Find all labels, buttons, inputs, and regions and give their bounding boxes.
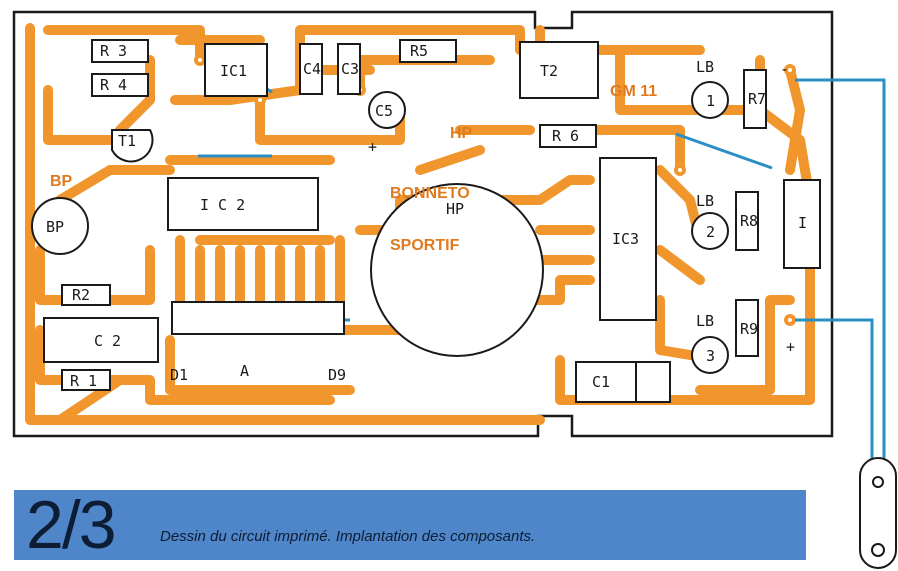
t2-label: T2	[540, 62, 558, 80]
mirror-text-1: BONNETO	[390, 185, 470, 202]
gm-text: GM 11	[610, 83, 657, 100]
r6-label: R 6	[552, 127, 579, 145]
plus-sign-b: +	[368, 138, 377, 156]
lb1-number: 1	[706, 92, 715, 110]
mirror-text-2: SPORTIF	[390, 237, 460, 254]
lb2-number: 2	[706, 223, 715, 241]
bp-mirror-text: BP	[50, 173, 73, 190]
ic2-label: I C 2	[200, 196, 245, 214]
ic1-label: IC1	[220, 62, 247, 80]
minus-sign: -	[780, 60, 789, 78]
d9-label: D9	[328, 366, 346, 384]
figure-number: 2/3	[26, 487, 117, 563]
c4-label: C4	[303, 60, 321, 78]
r4-label: R 4	[100, 76, 127, 94]
r1-label: R 1	[70, 372, 97, 390]
array-label: A	[240, 362, 249, 380]
component-outlines	[31, 39, 821, 403]
r3-label: R 3	[100, 42, 127, 60]
c1-label: C1	[592, 373, 610, 391]
lb3-number: 3	[706, 347, 715, 365]
r5-label: R5	[410, 42, 428, 60]
r7-label: R7	[748, 90, 766, 108]
copper-silk-text: BONNETO SPORTIF GM 11 BP HP	[50, 83, 657, 254]
bp-label: BP	[46, 218, 64, 236]
c2-label: C 2	[94, 332, 121, 350]
lb1-label: LB	[696, 58, 714, 76]
d1-label: D1	[170, 366, 188, 384]
plus-sign-a: +	[786, 338, 795, 356]
switch-label: I	[798, 214, 807, 232]
figure-caption: Dessin du circuit imprimé. Implantation …	[160, 528, 536, 545]
battery-clip	[859, 457, 897, 569]
ic3-label: IC3	[612, 230, 639, 248]
c3-label: C3	[341, 60, 359, 78]
r9-label: R9	[740, 320, 758, 338]
lb2-label: LB	[696, 192, 714, 210]
r8-label: R8	[740, 212, 758, 230]
hp-mirror-text: HP	[450, 125, 473, 142]
r2-label: R2	[72, 286, 90, 304]
t1-label: T1	[118, 132, 136, 150]
lb3-label: LB	[696, 312, 714, 330]
figure-caption-bar: 2/3 Dessin du circuit imprimé. Implantat…	[14, 487, 806, 563]
component-labels: R 3 R 4 IC1 C4 C3 R5 T2 C5 T1 R 6 I C 2 …	[46, 42, 807, 391]
c5-label: C5	[375, 102, 393, 120]
hp-label: HP	[446, 200, 464, 218]
